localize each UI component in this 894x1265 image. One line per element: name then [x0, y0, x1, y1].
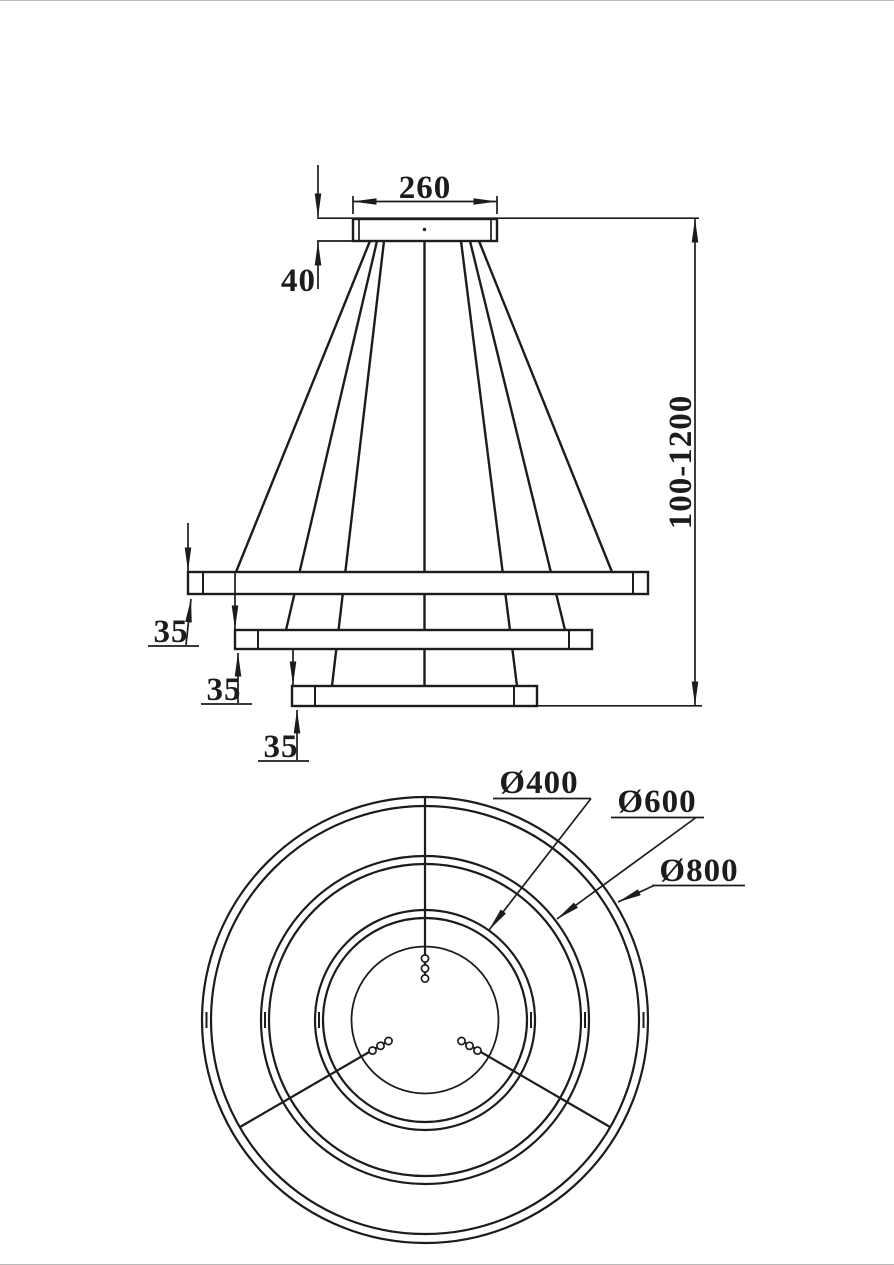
dimension-ring-400-thickness: 35 [258, 709, 309, 765]
dimension-ring-600-thickness: 35 [201, 652, 252, 708]
plan-view: Ø400 Ø600 Ø800 [200, 765, 745, 1245]
ring-800-outer [200, 795, 650, 1245]
ring-600-outer [259, 854, 591, 1186]
canopy-width-dimension-label: 260 [399, 170, 452, 206]
ring-diameter-400-label: Ø400 [499, 765, 578, 801]
canopy-center-mark [422, 227, 427, 232]
ring-sections-side-view [186, 570, 650, 708]
callout-diameter-800: Ø800 [617, 853, 745, 903]
canopy-height-dimension-label: 40 [281, 263, 316, 299]
dimension-canopy-width: 260 [352, 170, 498, 214]
ring3-thickness-label: 35 [264, 729, 299, 765]
dimension-canopy-height: 40 [281, 165, 322, 299]
ring-800-section [186, 570, 650, 596]
canopy-outline [350, 945, 500, 1095]
suspension-height-dimension-label: 100-1200 [663, 395, 699, 530]
dimension-suspension-height: 100-1200 [663, 218, 699, 706]
ring-top-reference-arrows [184, 523, 297, 686]
ring-diameter-800-label: Ø800 [659, 853, 738, 889]
ring-800-inner [209, 804, 641, 1236]
callout-diameter-400: Ø400 [488, 765, 592, 931]
ring2-thickness-label: 35 [207, 672, 242, 708]
ring-600-inner [267, 862, 583, 1178]
ring-diameter-600-label: Ø600 [617, 784, 696, 820]
ring-400-outer [313, 908, 537, 1132]
plan-wire-spokes [239, 797, 611, 1128]
ring-400-inner [321, 916, 529, 1124]
ring-joint-ticks [205, 1012, 645, 1028]
wire-connector-beads [368, 954, 482, 1056]
ceiling-canopy [351, 217, 499, 243]
ring1-thickness-label: 35 [154, 614, 189, 650]
ring-400-section [290, 684, 539, 708]
suspension-wires [234, 240, 614, 687]
callout-diameter-600: Ø600 [556, 784, 704, 920]
plan-rings [200, 795, 650, 1245]
ring-600-section [233, 628, 594, 651]
dimension-ring-800-thickness: 35 [148, 598, 199, 650]
